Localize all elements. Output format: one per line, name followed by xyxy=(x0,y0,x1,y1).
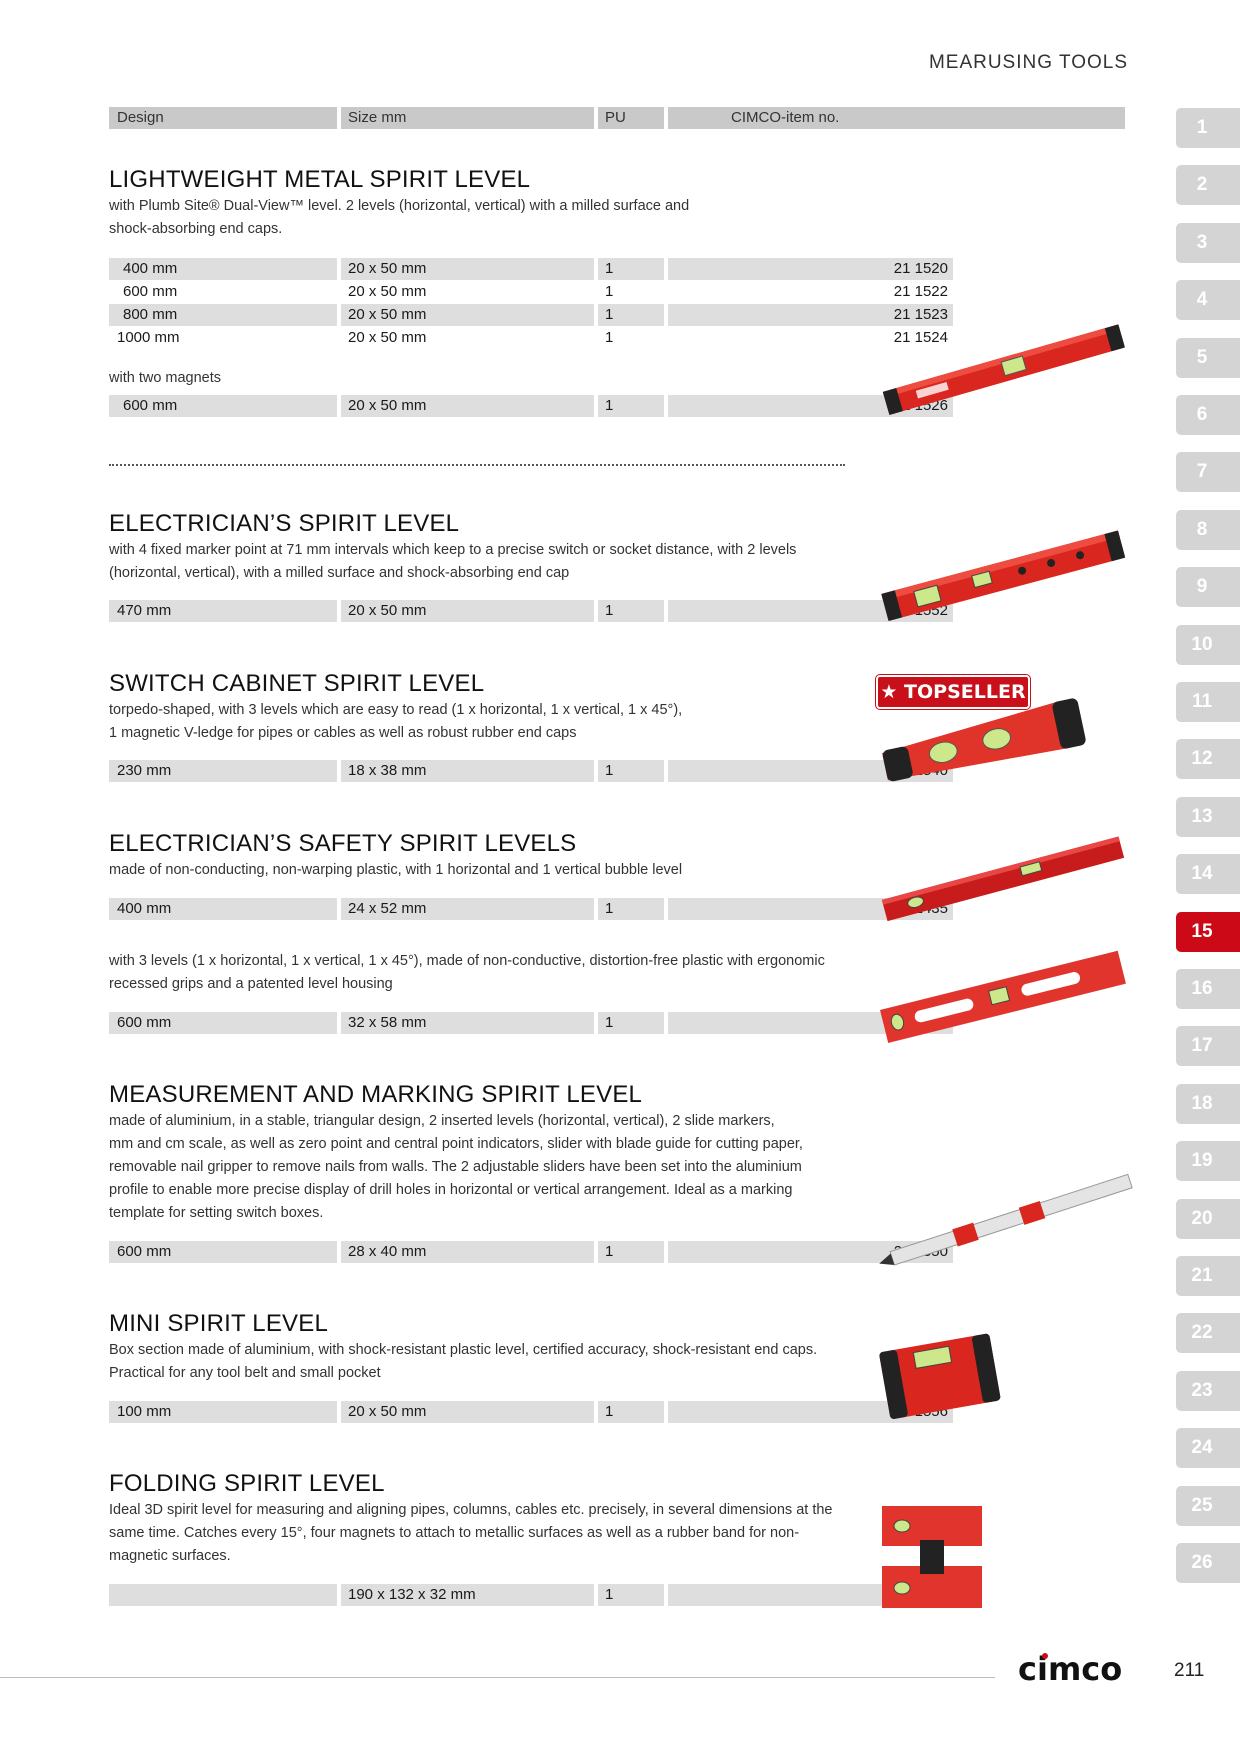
section-title-mini: MINI SPIRIT LEVEL xyxy=(109,1310,329,1337)
spirit-level-image xyxy=(882,698,1086,782)
chapter-tab-21[interactable]: 21 xyxy=(1176,1256,1240,1296)
chapter-tab-4[interactable]: 4 xyxy=(1176,280,1240,321)
section-title-electrician: ELECTRICIAN’S SPIRIT LEVEL xyxy=(109,510,460,537)
chapter-tab-12[interactable]: 12 xyxy=(1176,739,1240,780)
spirit-level-image xyxy=(881,530,1126,621)
chapter-tab-7[interactable]: 7 xyxy=(1176,452,1240,493)
section-title-folding: FOLDING SPIRIT LEVEL xyxy=(109,1470,385,1497)
section-description: Box section made of aluminium, with shoc… xyxy=(109,1342,818,1381)
section-divider xyxy=(109,464,845,466)
spirit-level-image xyxy=(882,1506,982,1608)
cimco-logo: cimco xyxy=(1018,1650,1122,1688)
chapter-tab-9[interactable]: 9 xyxy=(1176,567,1240,608)
col-design: Design xyxy=(109,107,337,129)
topseller-badge: ★ TOPSELLER ★ xyxy=(875,674,1031,733)
page-number: 211 xyxy=(1174,1660,1205,1681)
footer-rule xyxy=(0,1677,995,1678)
chapter-tab-3[interactable]: 3 xyxy=(1176,222,1240,263)
section-description: made of non-conducting, non-warping plas… xyxy=(109,862,683,878)
section-title-measurement: MEASUREMENT AND MARKING SPIRIT LEVEL xyxy=(109,1081,643,1108)
variant-description: with 3 levels (1 x horizontal, 1 x verti… xyxy=(109,953,825,992)
chapter-tab-6[interactable]: 6 xyxy=(1176,395,1240,435)
chapter-tab-13[interactable]: 13 xyxy=(1176,796,1240,837)
chapter-tab-26[interactable]: 26 xyxy=(1176,1543,1240,1583)
col-pu: PU xyxy=(598,107,664,129)
chapter-tab-18[interactable]: 18 xyxy=(1176,1083,1240,1124)
chapter-tab-5[interactable]: 5 xyxy=(1176,337,1240,378)
section-description: made of aluminium, in a stable, triangul… xyxy=(109,1113,803,1221)
variant-label: with two magnets xyxy=(109,370,222,386)
col-item: CIMCO-item no. xyxy=(668,107,1125,129)
chapter-tab-11[interactable]: 11 xyxy=(1176,682,1240,722)
section-title-safety: ELECTRICIAN’S SAFETY SPIRIT LEVELS xyxy=(109,830,577,857)
chapter-tab-24[interactable]: 24 xyxy=(1176,1428,1240,1469)
section-title-switch-cabinet: SWITCH CABINET SPIRIT LEVEL xyxy=(109,670,485,697)
svg-text:cimco: cimco xyxy=(1018,1650,1122,1688)
chapter-tab-1[interactable]: 1 xyxy=(1176,108,1240,148)
chapter-tab-2[interactable]: 2 xyxy=(1176,165,1240,206)
chapter-tab-10[interactable]: 10 xyxy=(1176,624,1240,665)
section-title: MEARUSING TOOLS xyxy=(928,52,1128,73)
chapter-tab-8[interactable]: 8 xyxy=(1176,509,1240,550)
spirit-level-image xyxy=(881,836,1125,922)
spirit-level-image xyxy=(879,1333,1001,1419)
column-header: Design Size mm PU CIMCO-item no. xyxy=(109,107,1125,129)
spirit-level-image xyxy=(882,324,1125,415)
section-description: Ideal 3D spirit level for measuring and … xyxy=(109,1502,833,1564)
section-title-lightweight: LIGHTWEIGHT METAL SPIRIT LEVEL xyxy=(109,166,531,193)
chapter-tab-22[interactable]: 22 xyxy=(1176,1313,1240,1354)
spirit-level-image xyxy=(879,950,1126,1043)
chapter-tab-20[interactable]: 20 xyxy=(1176,1198,1240,1239)
spirit-level-image xyxy=(879,1173,1133,1266)
chapter-tab-19[interactable]: 19 xyxy=(1176,1141,1240,1182)
section-description: with 4 fixed marker point at 71 mm inter… xyxy=(109,542,797,581)
col-size: Size mm xyxy=(341,107,594,129)
chapter-tab-14[interactable]: 14 xyxy=(1176,854,1240,895)
chapter-tab-16[interactable]: 16 xyxy=(1176,969,1240,1009)
chapter-tab-23[interactable]: 23 xyxy=(1176,1370,1240,1411)
chapter-tab-25[interactable]: 25 xyxy=(1176,1485,1240,1526)
chapter-tab-15[interactable]: 15 xyxy=(1176,911,1240,952)
section-description: with Plumb Site® Dual-View™ level. 2 lev… xyxy=(109,198,690,237)
chapter-tab-17[interactable]: 17 xyxy=(1176,1026,1240,1067)
section-description: torpedo-shaped, with 3 levels which are … xyxy=(109,702,683,741)
